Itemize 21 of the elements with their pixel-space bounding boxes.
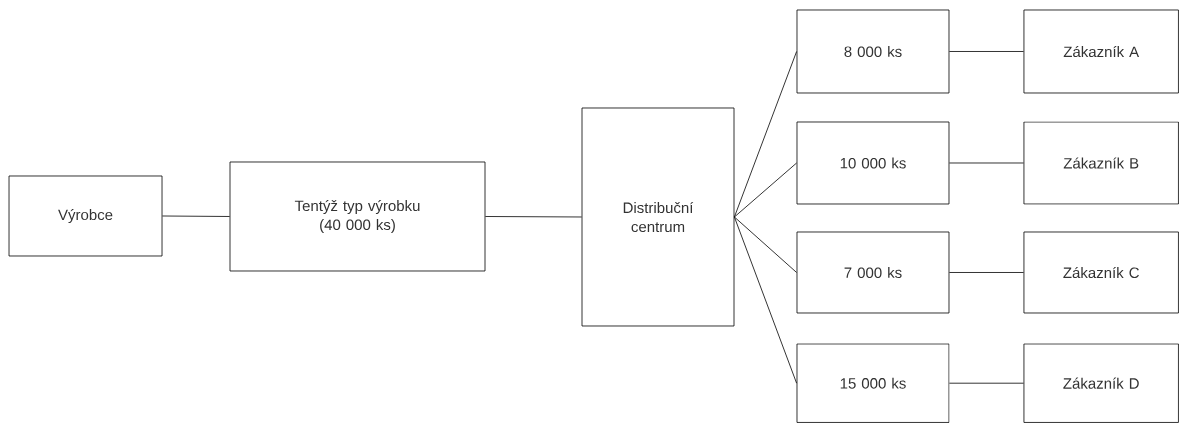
process-box: Zákazník B <box>1023 121 1179 205</box>
connector-line <box>734 162 797 218</box>
process-box: 8 000 ks <box>796 9 950 94</box>
process-box: 7 000 ks <box>796 231 950 314</box>
process-box: 10 000 ks <box>796 121 950 205</box>
connector-line <box>949 382 1024 384</box>
connector-line <box>734 51 797 218</box>
process-box: Výrobce <box>8 175 163 257</box>
process-box: Zákazník C <box>1023 231 1179 314</box>
connector-line <box>949 272 1024 273</box>
connector-line <box>734 216 797 273</box>
process-box: Tentýž typ výrobku (40 000 ks) <box>229 161 486 272</box>
connector-line <box>949 162 1024 164</box>
process-box: Zákazník D <box>1023 343 1179 423</box>
connector-line <box>485 216 582 218</box>
connector-line <box>162 215 230 217</box>
connector-line <box>734 216 797 384</box>
process-box: Zákazník A <box>1023 9 1179 94</box>
process-box: 15 000 ks <box>796 343 950 423</box>
process-box: Distribuční centrum <box>581 107 735 327</box>
connector-line <box>949 51 1024 52</box>
